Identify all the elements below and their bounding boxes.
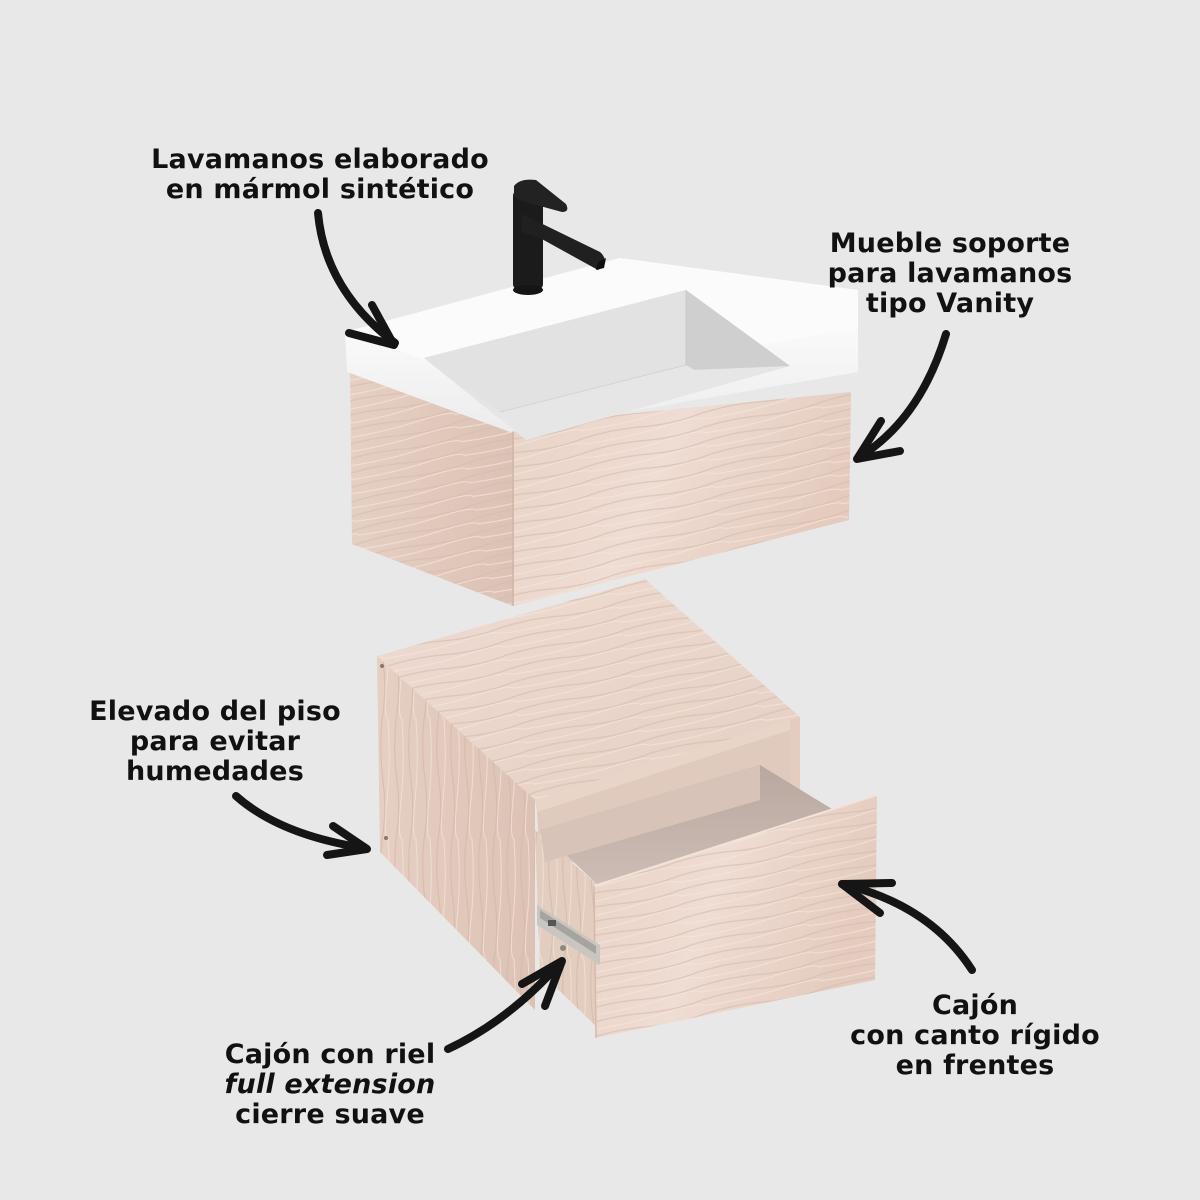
callout-rail-line: cierre suave [235,1099,425,1130]
callout-floor: Elevado del piso para evitar humedades [60,697,370,787]
upper-vanity-box [350,366,851,606]
lower-drawer-cabinet [377,579,800,1010]
callout-rail: Cajón con riel full extension cierre sua… [190,1040,470,1130]
callout-rail-line: Cajón con riel [224,1039,436,1070]
drawer-rail [537,905,600,965]
callout-sink: Lavamanos elaborado en mármol sintético [120,145,520,205]
callout-front-line: con canto rígido [850,1020,1100,1051]
faucet [513,179,606,295]
arrow-rail-icon [444,957,566,1053]
arrow-front-icon [838,879,976,974]
callout-front-line: en frentes [895,1050,1055,1081]
callout-floor-line: Elevado del piso [89,696,341,727]
callout-vanity: Mueble soporte para lavamanos tipo Vanit… [800,229,1100,319]
sink-top [345,258,858,440]
callout-front-line: Cajón [931,990,1019,1021]
callout-vanity-line: Mueble soporte [829,228,1071,259]
callout-floor-line: humedades [126,756,304,787]
callout-vanity-line: tipo Vanity [865,288,1035,319]
arrow-vanity-icon [853,330,950,463]
callout-sink-line: Lavamanos elaborado [151,144,489,175]
callout-sink-line: en mármol sintético [165,174,475,205]
callout-vanity-line: para lavamanos [827,258,1073,289]
arrow-sink-icon [314,209,399,349]
callout-floor-line: para evitar [129,726,301,757]
arrow-floor-icon [232,792,371,859]
callout-front: Cajón con canto rígido en frentes [820,991,1130,1081]
callout-rail-line-italic: full extension [224,1069,436,1100]
